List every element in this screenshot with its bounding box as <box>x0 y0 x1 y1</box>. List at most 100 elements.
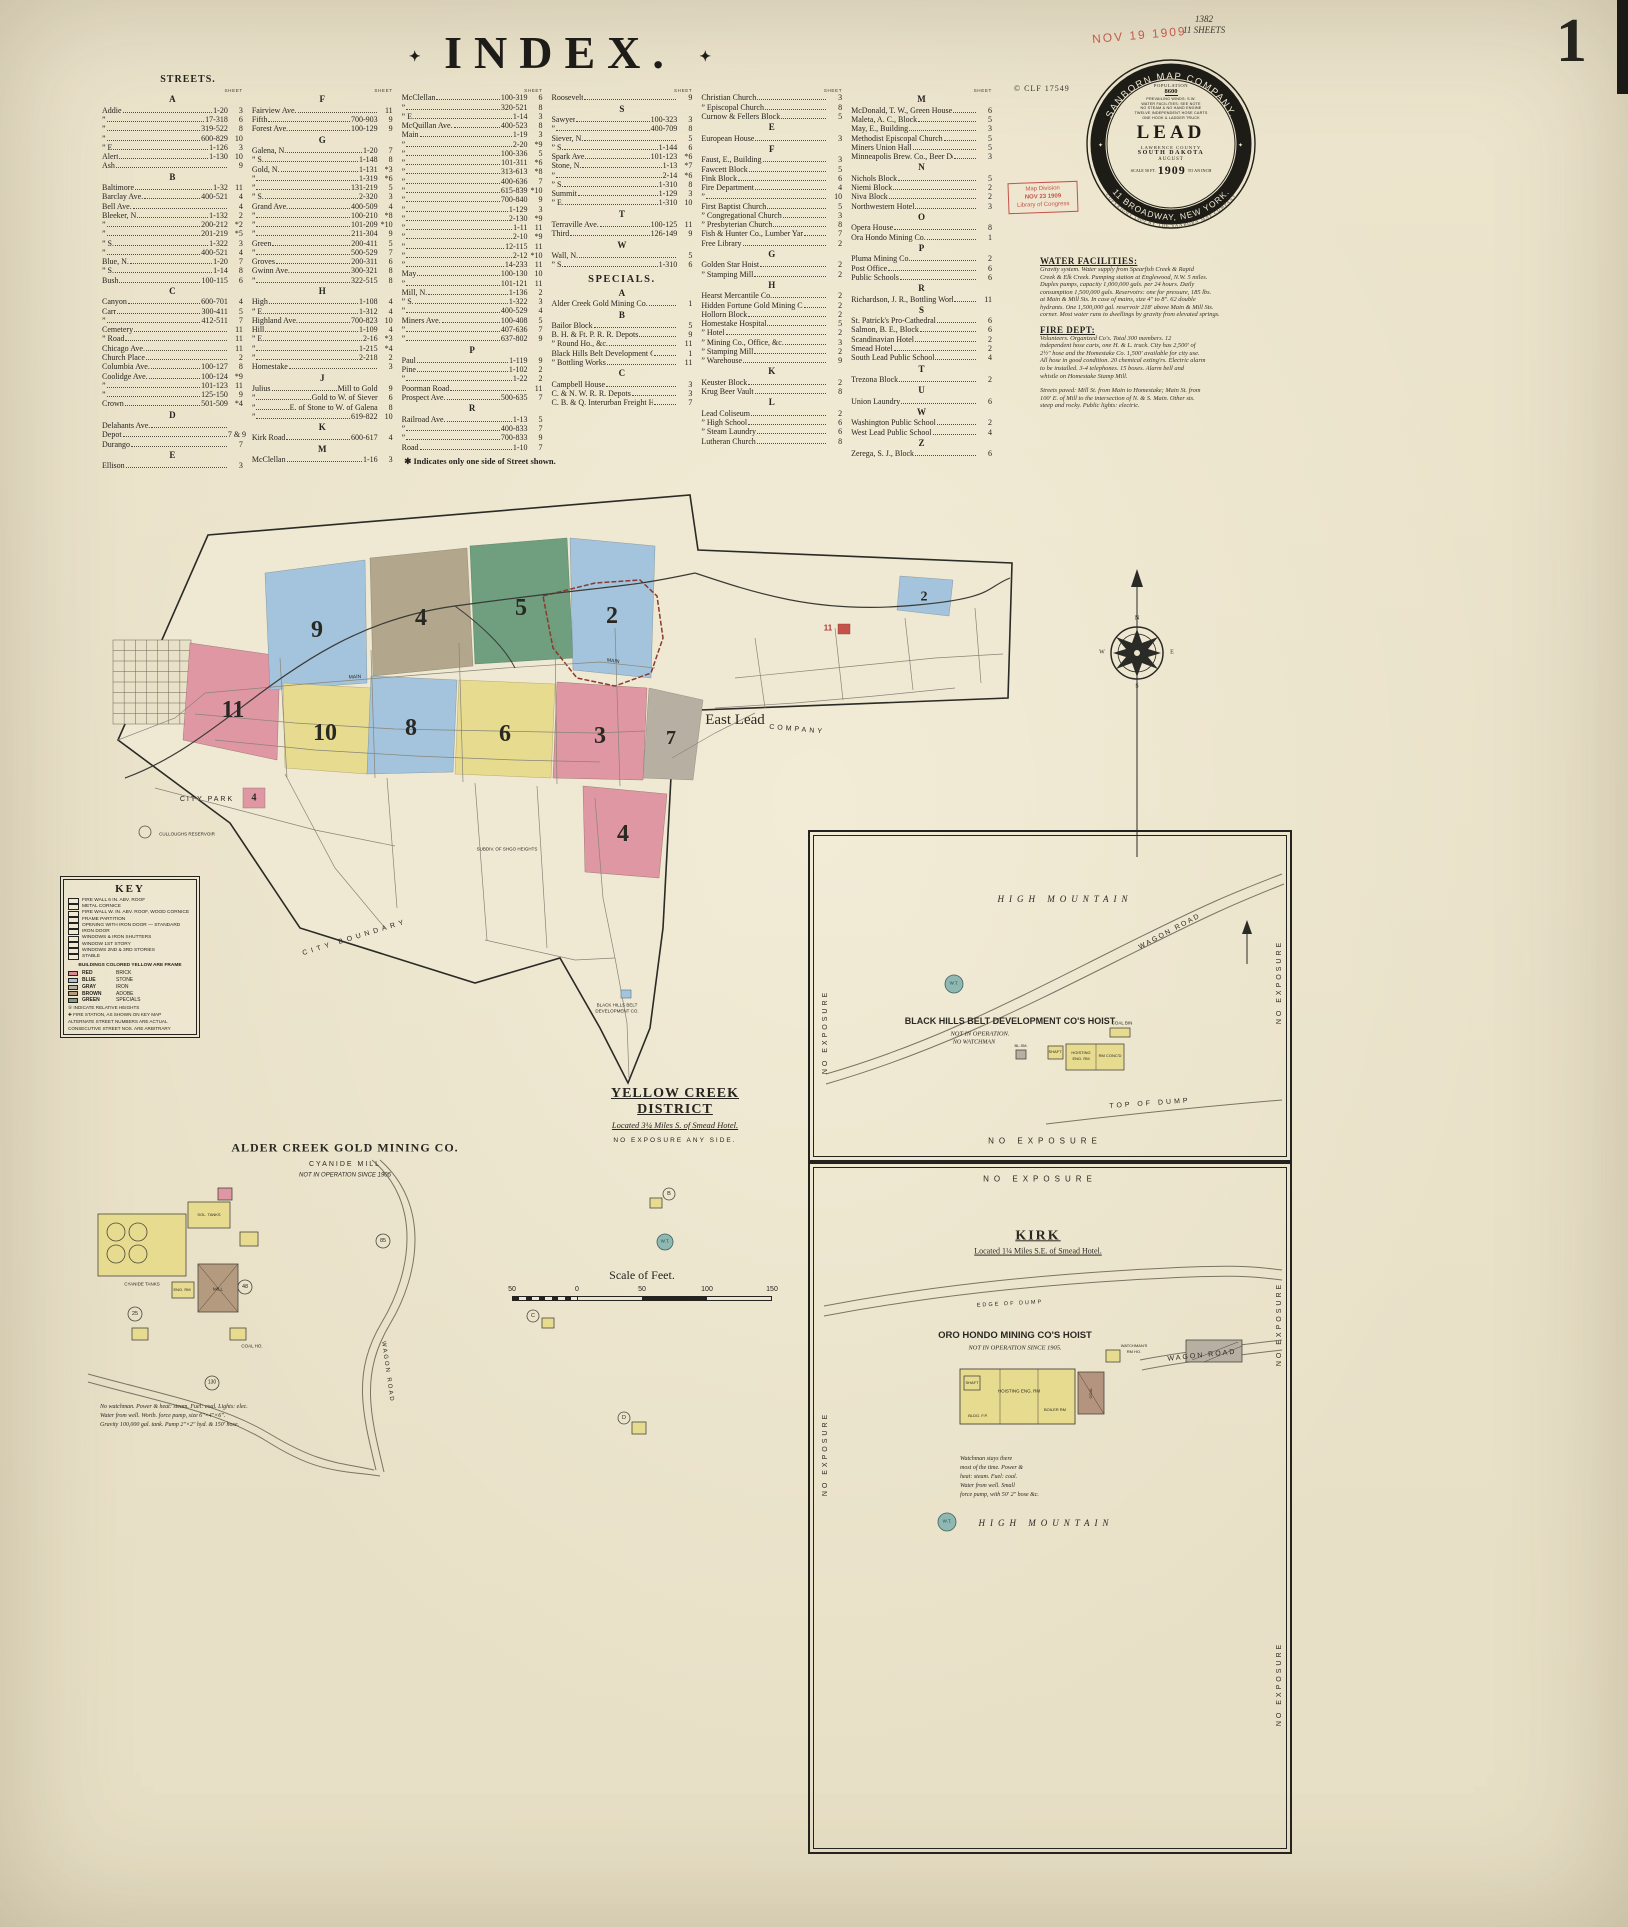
index-row: European House 3 <box>701 134 842 143</box>
sheet-ref: 5 <box>838 164 843 174</box>
street-name: ” <box>401 148 406 158</box>
street-name: ” Stamping Mill <box>701 269 754 279</box>
sheet-ref: 3 <box>388 455 393 465</box>
street-name: Main <box>401 130 419 140</box>
sheet-ref: 3 <box>538 111 543 121</box>
dot-leader <box>115 167 227 169</box>
sheet-ref: 11 <box>684 358 693 367</box>
street-range: 100-115 <box>201 275 228 285</box>
dot-leader <box>280 170 358 172</box>
street-range: 17-318 <box>205 115 228 125</box>
street-range: 1-148 <box>358 155 378 165</box>
yellow-creek-district-label: YELLOW CREEK DISTRICT Located 3¼ Miles S… <box>572 1086 778 1144</box>
sheet-ref: 6 <box>987 449 992 459</box>
dot-leader <box>134 331 227 333</box>
sheet-ref: 7 <box>538 324 543 334</box>
street-range: 2-218 <box>358 353 378 363</box>
sheet-ref: 6 <box>688 260 693 270</box>
sheet-ref: 2 <box>838 346 843 356</box>
key-entry: METAL CORNICE <box>68 904 192 911</box>
dot-leader <box>406 312 500 314</box>
index-row: ”200-212*2 <box>102 220 243 229</box>
street-name: ” S. <box>102 238 114 248</box>
street-range: 1-32 <box>213 183 228 193</box>
sheet-ref: 4 <box>238 201 243 211</box>
map-label: N <box>1134 615 1140 622</box>
street-name: Paul <box>401 355 416 365</box>
sheet-ref: 3 <box>538 297 543 307</box>
sheet-ref: 3 <box>838 93 843 103</box>
sheet-ref: 10 <box>534 269 543 279</box>
sheet-ref: *9 <box>534 213 543 223</box>
map-label: NO EXPOSURE <box>983 1174 1097 1184</box>
sheet-ref: 2 <box>987 374 992 384</box>
street-name: Baltimore <box>102 183 134 193</box>
sheet-ref: *6 <box>534 158 543 168</box>
yellow-creek-title: YELLOW CREEK DISTRICT <box>610 1086 740 1117</box>
dot-leader <box>953 111 976 113</box>
street-range: 500-635 <box>500 393 528 402</box>
street-range: 700-840 <box>500 195 528 205</box>
sheet-ref: 3 <box>238 461 243 471</box>
street-name: Zerega, S. J., Block <box>851 449 915 459</box>
street-name: ” Bottling Works <box>551 358 606 367</box>
index-section-letter: C <box>618 368 626 379</box>
key-entry: IRON DOOR <box>68 929 192 936</box>
index-section-letter: D <box>169 409 176 420</box>
street-range: 500-529 <box>350 247 378 257</box>
dot-leader <box>256 253 350 255</box>
note-line: consumption 1,500,000 gals. Reservoirs: … <box>1040 288 1212 296</box>
sheet-ref: 8 <box>238 266 243 276</box>
sheet-ref: 6 <box>987 263 992 273</box>
street-name: Carr <box>102 306 117 316</box>
dot-leader <box>893 350 976 351</box>
dot-leader <box>781 117 827 119</box>
dot-leader <box>256 179 358 181</box>
map-label: SOL. TANKS <box>197 1211 221 1217</box>
sheet-ref: 9 <box>538 433 543 443</box>
sheet-ref: 9 <box>688 330 693 340</box>
street-name: Wall, N. <box>551 251 579 261</box>
sheet-ref: 10 <box>384 315 393 325</box>
sheet-ref: 11 <box>534 383 543 393</box>
street-name: ” <box>401 324 406 334</box>
sheet-ref: 3 <box>838 133 843 143</box>
street-name: Union Laundry <box>851 396 901 406</box>
index-section-letter: W <box>617 239 627 250</box>
street-range: 1-310 <box>658 198 678 208</box>
dot-leader <box>117 312 201 314</box>
dot-leader <box>290 272 350 274</box>
sheet-ref: 2 <box>238 353 243 363</box>
sheet-ref: 2 <box>987 334 992 344</box>
sheet-ref: 6 <box>388 393 393 403</box>
dot-leader <box>784 343 827 345</box>
street-name: ” <box>102 124 106 134</box>
street-name: ” <box>401 306 406 316</box>
dot-leader <box>125 467 227 469</box>
key-symbol <box>68 947 79 954</box>
street-name: European House <box>701 133 755 143</box>
sheet-ref: 10 <box>834 192 843 202</box>
street-name: Krug Beer Vault <box>701 387 754 397</box>
key-symbol <box>68 954 79 961</box>
street-range: 400-523 <box>500 121 528 131</box>
map-label: NO EXPOSURE <box>1276 1641 1284 1727</box>
